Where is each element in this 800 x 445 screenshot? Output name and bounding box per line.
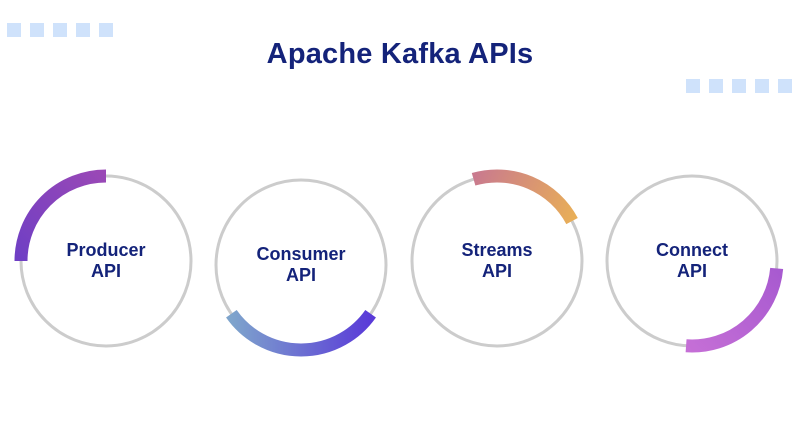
decor-square <box>709 79 723 93</box>
decor-square <box>7 23 21 37</box>
progress-arc <box>471 169 578 225</box>
progress-arc <box>14 169 107 262</box>
decor-square <box>755 79 769 93</box>
decor-square <box>76 23 90 37</box>
consumer-api-label: Consumer API <box>226 244 376 286</box>
decorative-squares-left <box>7 23 113 37</box>
api-name: Producer <box>66 240 146 260</box>
decor-square <box>686 79 700 93</box>
streams-api-label: Streams API <box>422 240 572 282</box>
decorative-squares-right <box>686 79 792 93</box>
decor-square <box>53 23 67 37</box>
page-title: Apache Kafka APIs <box>266 38 534 70</box>
decor-square <box>99 23 113 37</box>
api-suffix: API <box>285 265 316 285</box>
decor-square <box>778 79 792 93</box>
api-suffix: API <box>676 261 707 281</box>
api-name: Connect <box>656 240 728 260</box>
connect-api-label: Connect API <box>617 240 767 282</box>
progress-arc <box>685 267 784 353</box>
api-suffix: API <box>481 261 512 281</box>
api-name: Streams <box>461 240 533 260</box>
producer-api-label: Producer API <box>31 240 181 282</box>
api-name: Consumer <box>256 244 346 264</box>
progress-arc <box>226 309 376 357</box>
decor-square <box>30 23 44 37</box>
decor-square <box>732 79 746 93</box>
api-suffix: API <box>90 261 121 281</box>
